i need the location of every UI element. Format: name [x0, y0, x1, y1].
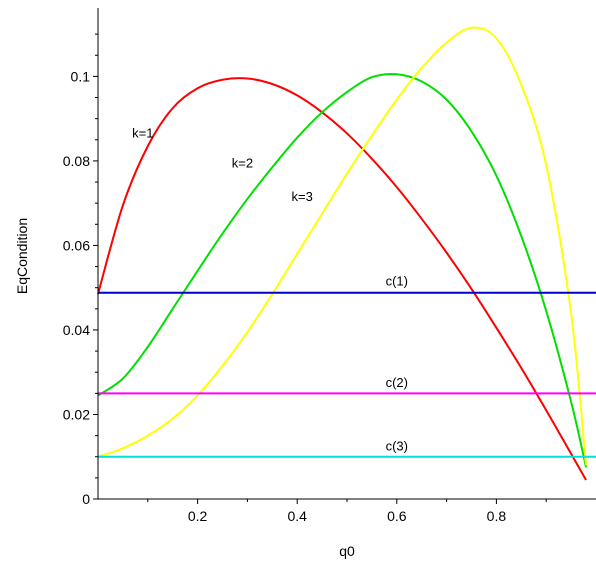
- curve-annotation: c(2): [386, 375, 408, 390]
- y-tick-label: 0.1: [71, 68, 91, 84]
- curve-annotation: k=1: [132, 126, 153, 141]
- x-axis-label: q0: [339, 543, 355, 559]
- y-tick-label: 0: [82, 491, 90, 507]
- curve-annotation: c(1): [386, 274, 408, 289]
- y-tick-label: 0.06: [63, 237, 90, 253]
- x-tick-label: 0.4: [287, 508, 307, 524]
- series-line-k-1: [97, 77, 587, 481]
- series-line-k-3: [97, 26, 588, 466]
- series-line-k-2: [97, 73, 588, 468]
- x-tick-label: 0.6: [387, 508, 407, 524]
- curve-annotation: k=3: [292, 189, 313, 204]
- x-tick-label: 0.8: [487, 508, 507, 524]
- axes: [97, 8, 596, 500]
- plot-area: [97, 26, 596, 481]
- ticks: 0.2 0.4 0.6 0.8 0 0.02 0.04 0.06 0.08 0.1: [63, 33, 547, 524]
- annotations: k=1 k=2 k=3 c(1) c(2) c(3): [132, 126, 408, 454]
- y-tick-label: 0.08: [63, 153, 90, 169]
- curve-annotation: k=2: [232, 155, 253, 170]
- curve-annotation: c(3): [386, 438, 408, 453]
- y-tick-label: 0.02: [63, 406, 90, 422]
- y-tick-label: 0.04: [63, 322, 90, 338]
- x-tick-label: 0.2: [188, 508, 208, 524]
- y-axis-label: EqCondition: [14, 218, 30, 294]
